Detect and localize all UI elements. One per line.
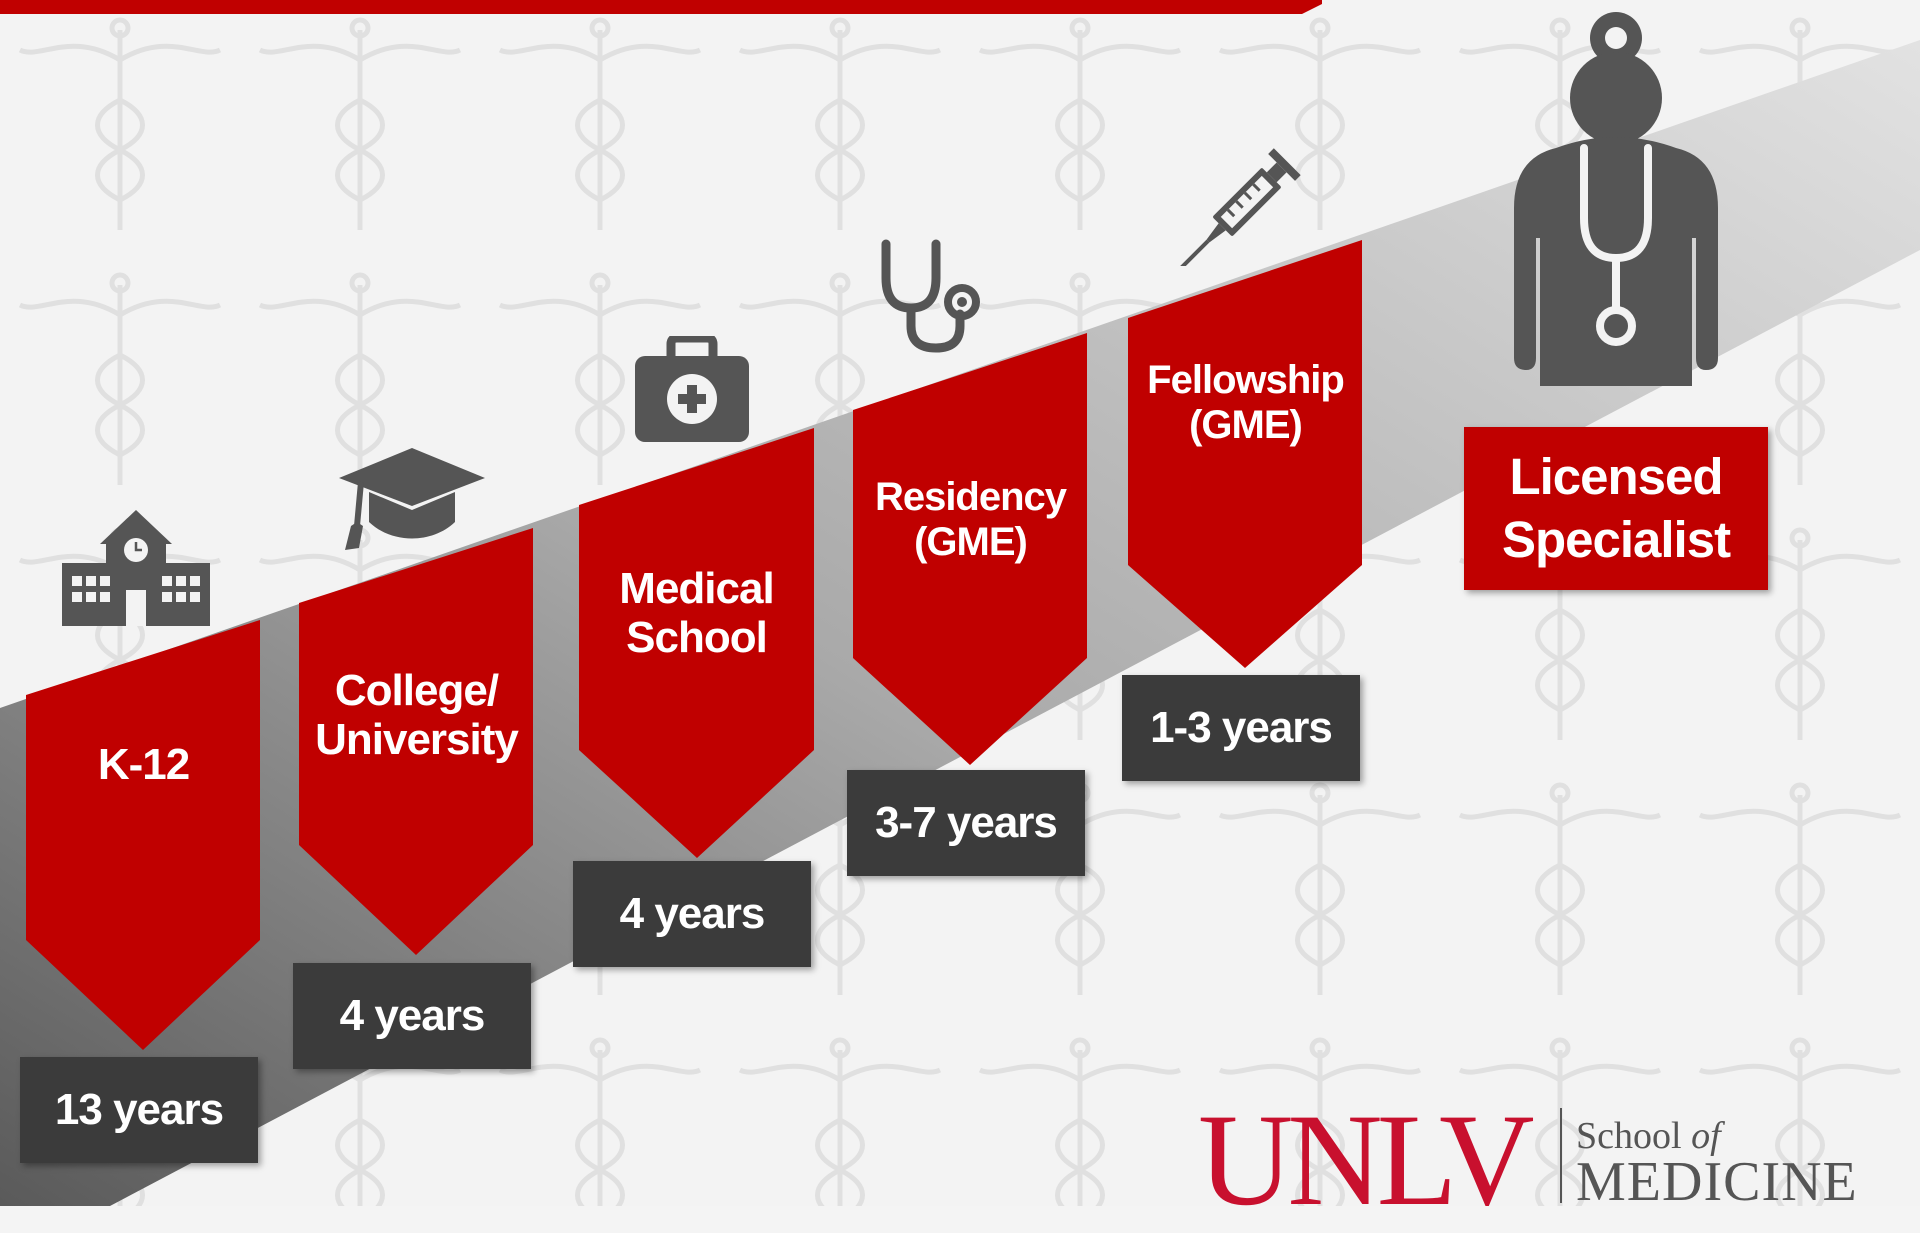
duration-residency: 3-7 years	[847, 770, 1085, 876]
pennant-fellowship	[1128, 240, 1362, 668]
pennant-college	[299, 528, 533, 955]
logo-divider	[1560, 1108, 1562, 1203]
step-label-k12: K-12	[97, 740, 190, 790]
syringe-icon	[1180, 148, 1301, 266]
step-label-college: College/ University	[315, 665, 519, 764]
stethoscope-icon	[881, 239, 980, 353]
unlv-school-of-medicine-logo: UNLV School of MEDICINE	[1198, 1094, 1898, 1226]
pennant-residency	[853, 333, 1087, 765]
graduation-cap-icon	[339, 448, 485, 550]
logo-school-prefix: School	[1576, 1115, 1692, 1157]
pennant-medical-school	[579, 428, 814, 858]
step-label-residency: Residency (GME)	[874, 475, 1067, 564]
top-red-bar	[0, 0, 1322, 14]
logo-of-italic: of	[1691, 1115, 1721, 1157]
unlv-wordmark: UNLV	[1198, 1086, 1534, 1233]
duration-college: 4 years	[293, 963, 531, 1069]
step-label-fellowship: Fellowship (GME)	[1147, 358, 1345, 447]
licensed-specialist-box: Licensed Specialist	[1464, 427, 1768, 590]
step-label-medical-school: Medical School	[619, 563, 774, 662]
duration-medical-school: 4 years	[573, 861, 811, 967]
duration-k12: 13 years	[20, 1057, 258, 1163]
medical-kit-icon	[635, 336, 749, 442]
doctor-icon	[1514, 12, 1718, 386]
school-building-icon	[62, 510, 210, 626]
logo-school-of: School of	[1576, 1114, 1721, 1158]
logo-medicine: MEDICINE	[1576, 1151, 1858, 1213]
duration-fellowship: 1-3 years	[1122, 675, 1360, 781]
pennant-k12	[26, 620, 260, 1050]
